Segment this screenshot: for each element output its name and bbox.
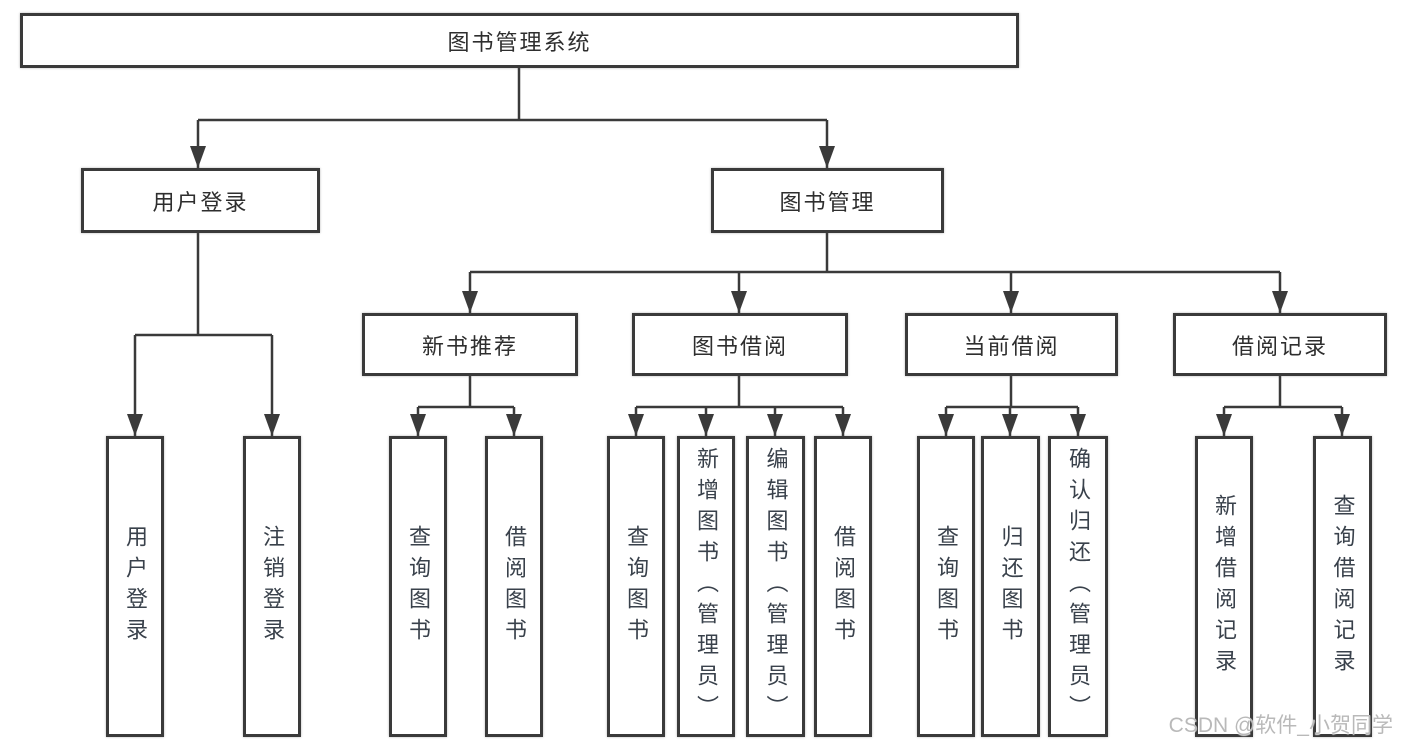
node-new-book-recommendation: 新书推荐 xyxy=(362,313,578,376)
leaf-confirm-return-admin: 确认归还（管理员） xyxy=(1048,436,1108,737)
leaf-label: 用户登录 xyxy=(123,524,148,649)
leaf-label: 借阅图书 xyxy=(831,524,856,649)
leaf-label: 确认归还（管理员） xyxy=(1066,447,1091,726)
leaf-label: 查询借阅记录 xyxy=(1330,493,1356,680)
leaf-label: 编辑图书（管理员） xyxy=(763,447,789,726)
node-label: 新书推荐 xyxy=(421,333,518,359)
node-label: 图书借阅 xyxy=(691,333,788,359)
leaf-add-borrow-record: 新增借阅记录 xyxy=(1195,436,1253,737)
node-label: 图书管理 xyxy=(779,189,876,215)
leaf-label: 注销登录 xyxy=(260,524,285,649)
leaf-label: 新增借阅记录 xyxy=(1212,493,1237,680)
leaf-logout: 注销登录 xyxy=(243,436,301,737)
node-label: 用户登录 xyxy=(152,189,249,215)
node-library-management-system: 图书管理系统 xyxy=(20,13,1019,68)
leaf-query-books-borrowing: 查询图书 xyxy=(607,436,665,737)
leaf-label: 查询图书 xyxy=(624,524,649,649)
leaf-label: 查询图书 xyxy=(934,524,959,649)
node-user-login: 用户登录 xyxy=(81,168,320,233)
leaf-add-books-admin: 新增图书（管理员） xyxy=(677,436,735,737)
node-borrowing-records: 借阅记录 xyxy=(1173,313,1387,376)
leaf-return-books: 归还图书 xyxy=(981,436,1040,737)
leaf-query-books-recommend: 查询图书 xyxy=(389,436,447,737)
node-label: 借阅记录 xyxy=(1231,333,1328,359)
node-book-management: 图书管理 xyxy=(711,168,944,233)
node-label: 图书管理系统 xyxy=(447,29,592,55)
leaf-borrow-books-recommend: 借阅图书 xyxy=(485,436,543,737)
node-label: 当前借阅 xyxy=(963,333,1060,359)
tree-edges xyxy=(133,68,1344,436)
leaf-query-books-current: 查询图书 xyxy=(917,436,975,737)
leaf-label: 归还图书 xyxy=(998,524,1024,649)
leaf-query-borrow-record: 查询借阅记录 xyxy=(1313,436,1372,737)
leaf-edit-books-admin: 编辑图书（管理员） xyxy=(746,436,805,737)
csdn-watermark: CSDN @软件_小贺同学 xyxy=(1168,714,1393,737)
leaf-user-login: 用户登录 xyxy=(106,436,164,737)
node-book-borrowing: 图书借阅 xyxy=(632,313,848,376)
leaf-label: 查询图书 xyxy=(406,524,431,649)
leaf-label: 新增图书（管理员） xyxy=(694,447,719,726)
leaf-borrow-books-borrowing: 借阅图书 xyxy=(814,436,872,737)
node-current-borrowing: 当前借阅 xyxy=(905,313,1118,376)
leaf-label: 借阅图书 xyxy=(502,524,527,649)
